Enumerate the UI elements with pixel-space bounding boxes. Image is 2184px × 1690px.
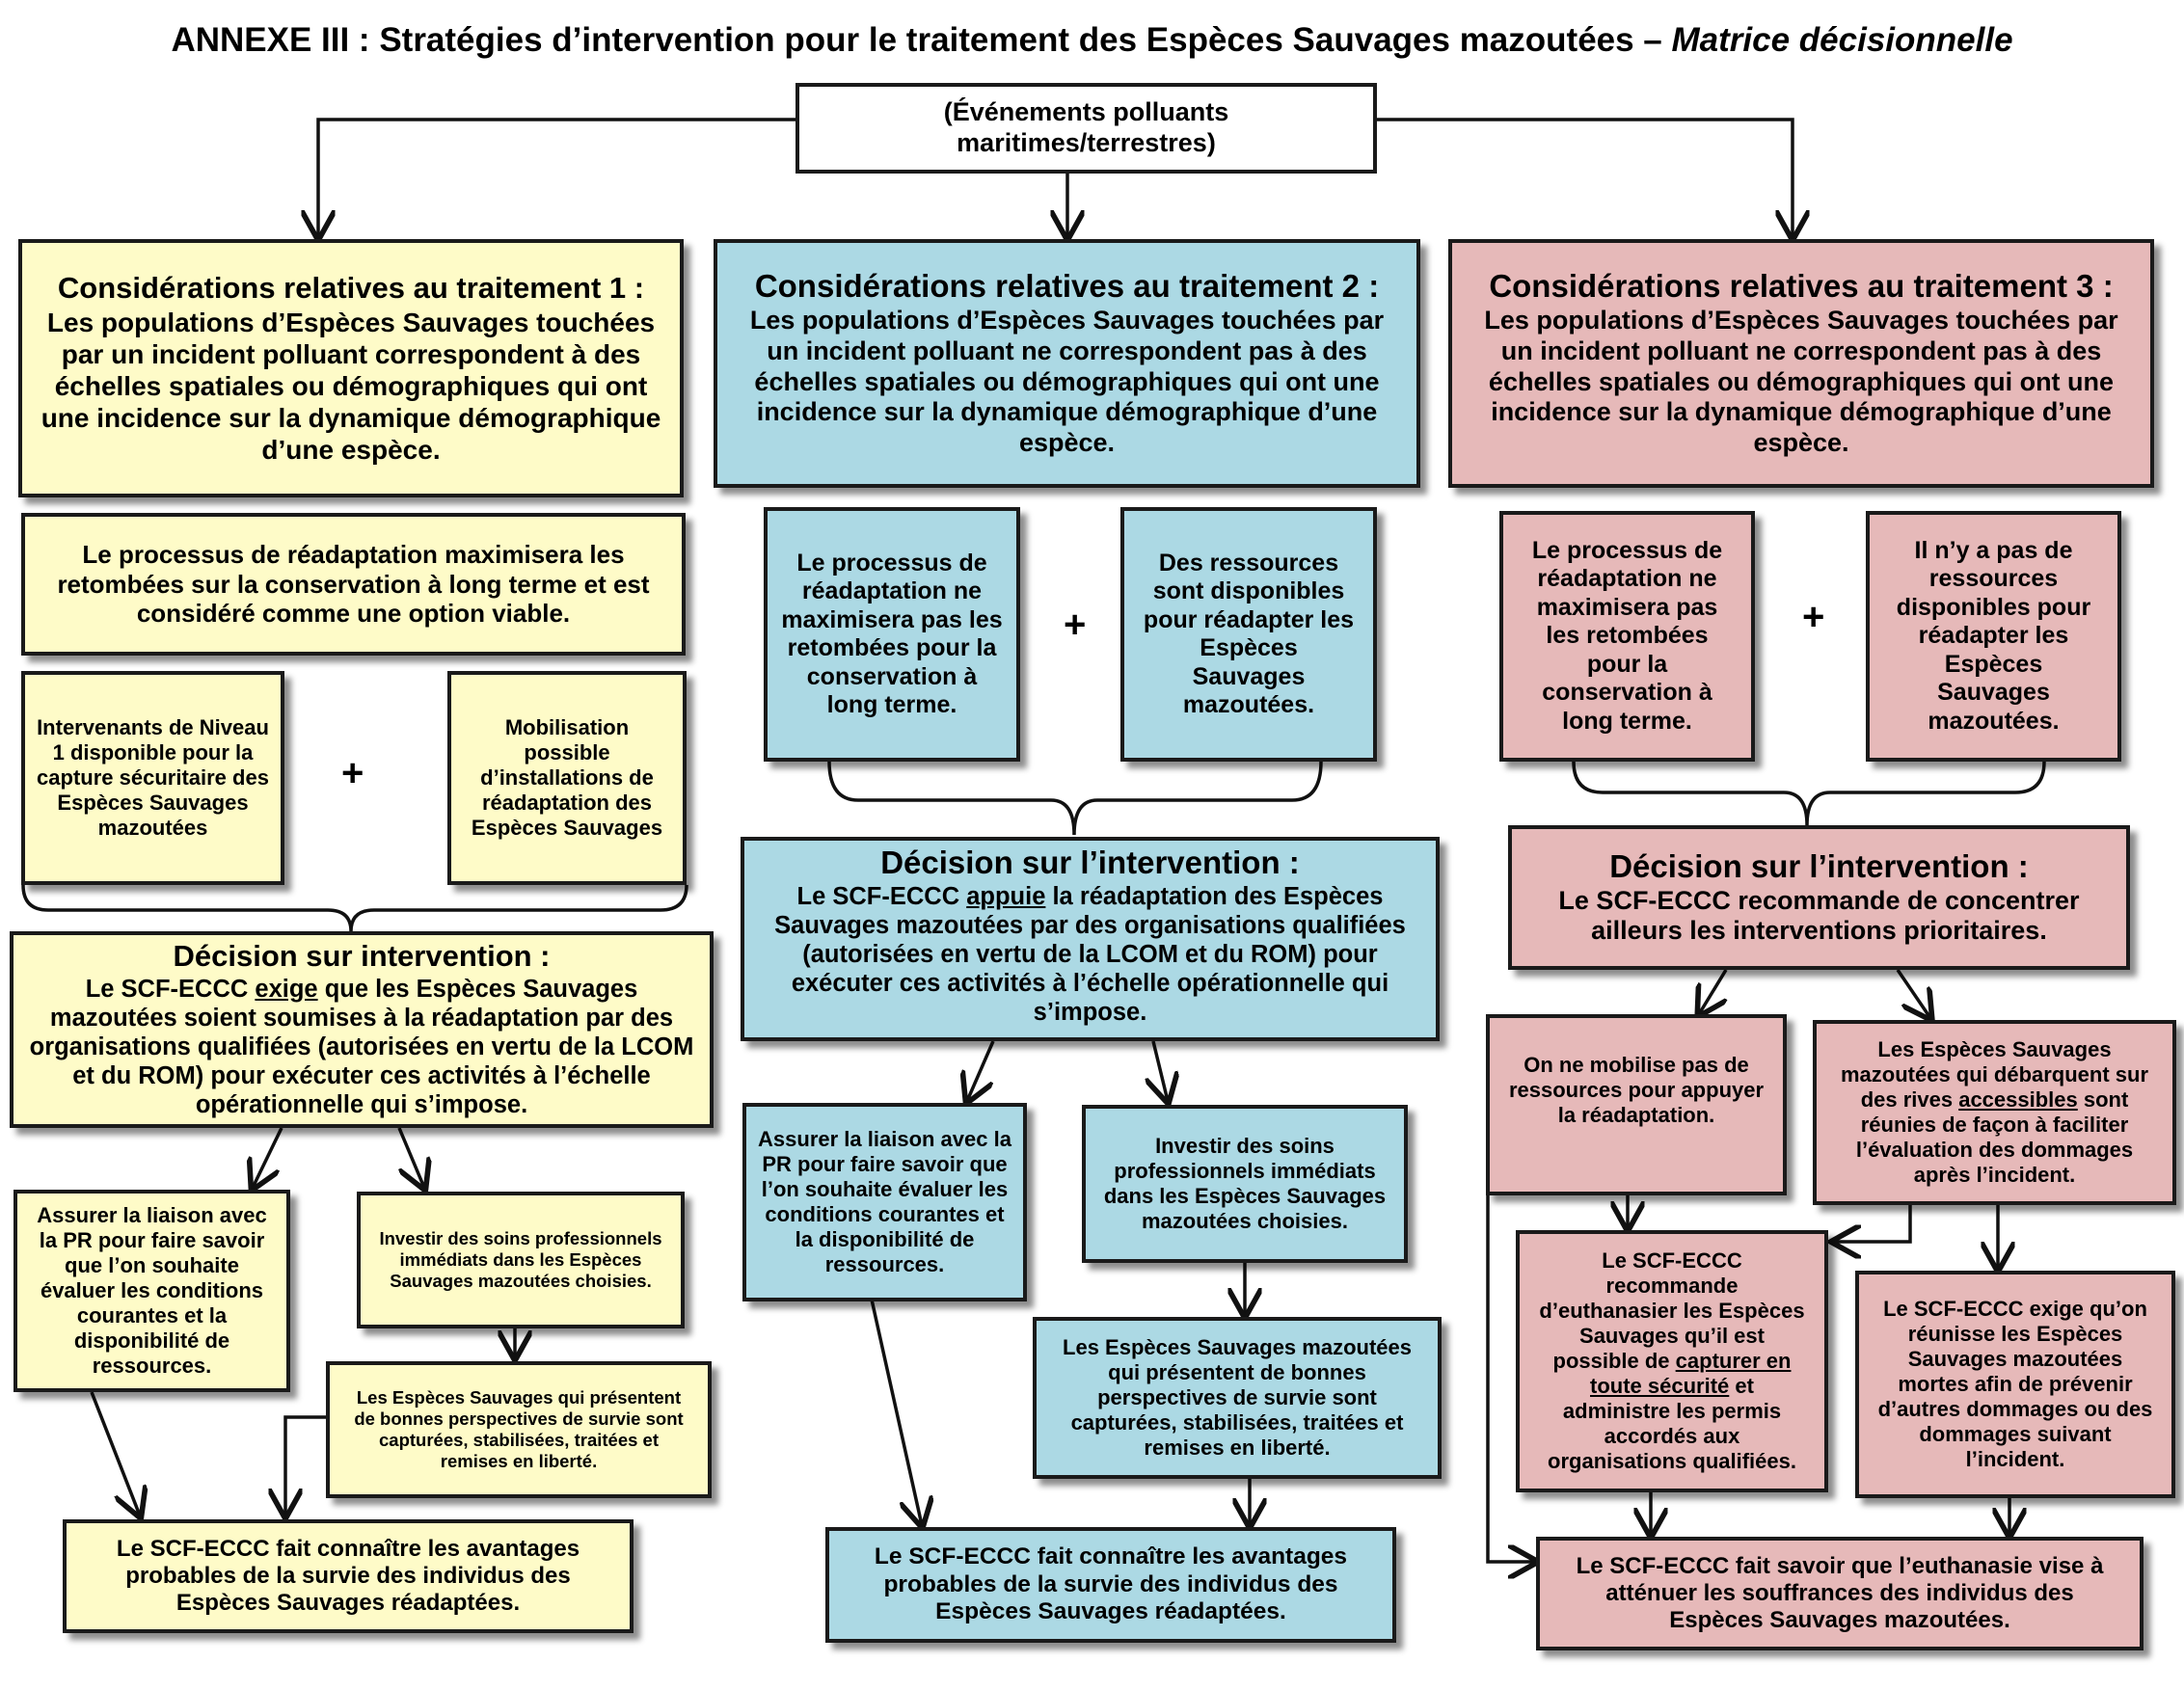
col1-decision-emphasis: exige [255,975,318,1003]
col3-shore-emphasis: accessibles [1958,1087,2078,1113]
col3-euthanasia-box: Le SCF-ECCC recommande d’euthanasier les… [1516,1230,1828,1492]
col2-process-box: Le processus de réadaptation ne maximise… [764,507,1020,762]
col2-resources-box: Des ressources sont disponibles pour réa… [1120,507,1377,762]
col2-liaison-to-outcome-arrow [870,1299,922,1525]
root-event-text: (Événements polluants maritimes/terrestr… [943,97,1229,157]
col1-consideration-body: Les populations d’Espèces Sauvages touch… [40,307,661,465]
col3-decision-heading: Décision sur l’intervention : [1609,847,2029,884]
col2-liaison-text: Assurer la liaison avec la PR pour faire… [758,1127,1011,1276]
col2-consideration-box: Considérations relatives au traitement 2… [714,239,1420,488]
col3-outcome-box: Le SCF-ECCC fait savoir que l’euthanasie… [1536,1537,2144,1650]
col2-decision-to-invest-arrow [1153,1040,1168,1101]
col2-consideration-body: Les populations d’Espèces Sauvages touch… [749,305,1385,458]
col3-shore-box: Les Espèces Sauvages mazoutées qui débar… [1813,1020,2176,1205]
col3-euthanasia-emphasis: capturer en toute sécurité [1590,1349,1792,1398]
col1-process-box: Le processus de réadaptation maximisera … [21,513,686,656]
col1-outcome-box: Le SCF-ECCC fait connaître les avantages… [63,1519,634,1633]
col3-no-mobilize-text: On ne mobilise pas de ressources pour ap… [1508,1053,1765,1127]
col3-euthanasia-text: Le SCF-ECCC recommande d’euthanasier les… [1539,1248,1805,1473]
col3-decision-to-shore-arrow [1896,969,1930,1018]
col2-resources-text: Des ressources sont disponibles pour réa… [1143,549,1355,719]
col1-liaison-box: Assurer la liaison avec la PR pour faire… [13,1190,290,1392]
col2-capture-text: Les Espèces Sauvages mazoutées qui prése… [1063,1335,1412,1460]
col1-liaison-text: Assurer la liaison avec la PR pour faire… [37,1203,267,1378]
col1-decision-body: Le SCF-ECCC exige que les Espèces Sauvag… [29,975,694,1118]
col1-outcome-text: Le SCF-ECCC fait connaître les avantages… [116,1535,580,1617]
col1-capture-text: Les Espèces Sauvages qui présentent de b… [354,1387,684,1471]
col1-decision-heading: Décision sur intervention : [173,939,551,973]
col1-liaison-to-outcome-arrow [90,1391,140,1516]
root-to-col3-connector [1377,118,1793,237]
col3-dead-collection-text: Le SCF-ECCC exige qu’on réunisse les Esp… [1877,1297,2153,1471]
col1-decision-to-liaison-arrow [253,1127,283,1188]
col3-no-resources-box: Il n’y a pas de ressources disponibles p… [1866,511,2121,762]
col3-no-mobilize-box: On ne mobilise pas de ressources pour ap… [1486,1014,1787,1195]
col3-brace [1572,761,2046,826]
col2-decision-heading: Décision sur l’intervention : [880,845,1300,880]
col1-decision-to-invest-arrow [397,1127,424,1188]
col3-consideration-body: Les populations d’Espèces Sauvages touch… [1484,305,2118,458]
col3-no-mobilize-to-outcome-arrow [1486,1194,1535,1562]
col1-brace [21,884,688,932]
col2-invest-box: Investir des soins professionnels immédi… [1082,1105,1408,1263]
col2-brace [827,761,1323,836]
col2-liaison-box: Assurer la liaison avec la PR pour faire… [742,1103,1027,1301]
col2-decision-box: Décision sur l’intervention : Le SCF-ECC… [741,837,1440,1041]
col3-no-resources-text: Il n’y a pas de ressources disponibles p… [1896,536,2091,735]
root-to-col1-connector [318,118,795,237]
col3-dead-collection-box: Le SCF-ECCC exige qu’on réunisse les Esp… [1855,1271,2175,1498]
col1-requirement-responders-box: Intervenants de Niveau 1 disponible pour… [21,671,284,885]
col1-invest-text: Investir des soins professionnels immédi… [379,1228,662,1291]
col2-plus-sign: + [1064,604,1087,646]
col1-process-text: Le processus de réadaptation maximisera … [57,539,650,629]
col2-consideration-heading: Considérations relatives au traitement 2… [754,267,1380,304]
col3-decision-to-no-mobilize-arrow [1699,969,1726,1014]
col3-process-text: Le processus de réadaptation ne maximise… [1531,536,1723,735]
col1-requirement-facilities-box: Mobilisation possible d’installations de… [447,671,687,885]
col2-decision-body: Le SCF-ECCC appuie la réadaptation des E… [774,882,1406,1027]
col1-invest-box: Investir des soins professionnels immédi… [357,1192,685,1328]
col2-outcome-box: Le SCF-ECCC fait connaître les avantages… [825,1527,1396,1643]
col1-plus-sign: + [341,752,364,794]
col1-decision-box: Décision sur intervention : Le SCF-ECCC … [10,931,714,1128]
col3-plus-sign: + [1802,596,1825,638]
col1-consideration-box: Considérations relatives au traitement 1… [18,239,684,497]
col2-capture-box: Les Espèces Sauvages mazoutées qui prése… [1033,1317,1442,1479]
col1-requirement-facilities-text: Mobilisation possible d’installations de… [471,715,663,840]
col3-decision-box: Décision sur l’intervention : Le SCF-ECC… [1508,825,2130,970]
col1-capture-to-outcome-arrow [285,1415,326,1516]
col1-requirement-responders-text: Intervenants de Niveau 1 disponible pour… [37,715,269,840]
col3-process-box: Le processus de réadaptation ne maximise… [1499,511,1755,762]
col2-invest-text: Investir des soins professionnels immédi… [1103,1134,1387,1233]
col2-process-text: Le processus de réadaptation ne maximise… [781,549,1003,719]
col2-decision-emphasis: appuie [966,882,1046,910]
col2-decision-to-liaison-arrow [967,1040,995,1101]
col3-decision-body: Le SCF-ECCC recommande de concentrer ail… [1558,885,2080,946]
col3-consideration-box: Considérations relatives au traitement 3… [1448,239,2154,488]
col3-shore-text: Les Espèces Sauvages mazoutées qui débar… [1840,1037,2149,1187]
col2-outcome-text: Le SCF-ECCC fait connaître les avantages… [874,1542,1348,1625]
col3-consideration-heading: Considérations relatives au traitement 3… [1489,267,2114,304]
page-title: ANNEXE III : Stratégies d’intervention p… [171,21,2013,59]
col1-capture-box: Les Espèces Sauvages qui présentent de b… [326,1361,712,1498]
col3-outcome-text: Le SCF-ECCC fait savoir que l’euthanasie… [1576,1552,2104,1634]
col3-shore-to-euth-arrow [1834,1205,1912,1242]
root-event-box: (Événements polluants maritimes/terrestr… [795,83,1377,174]
col1-consideration-heading: Considérations relatives au traitement 1… [57,271,645,306]
